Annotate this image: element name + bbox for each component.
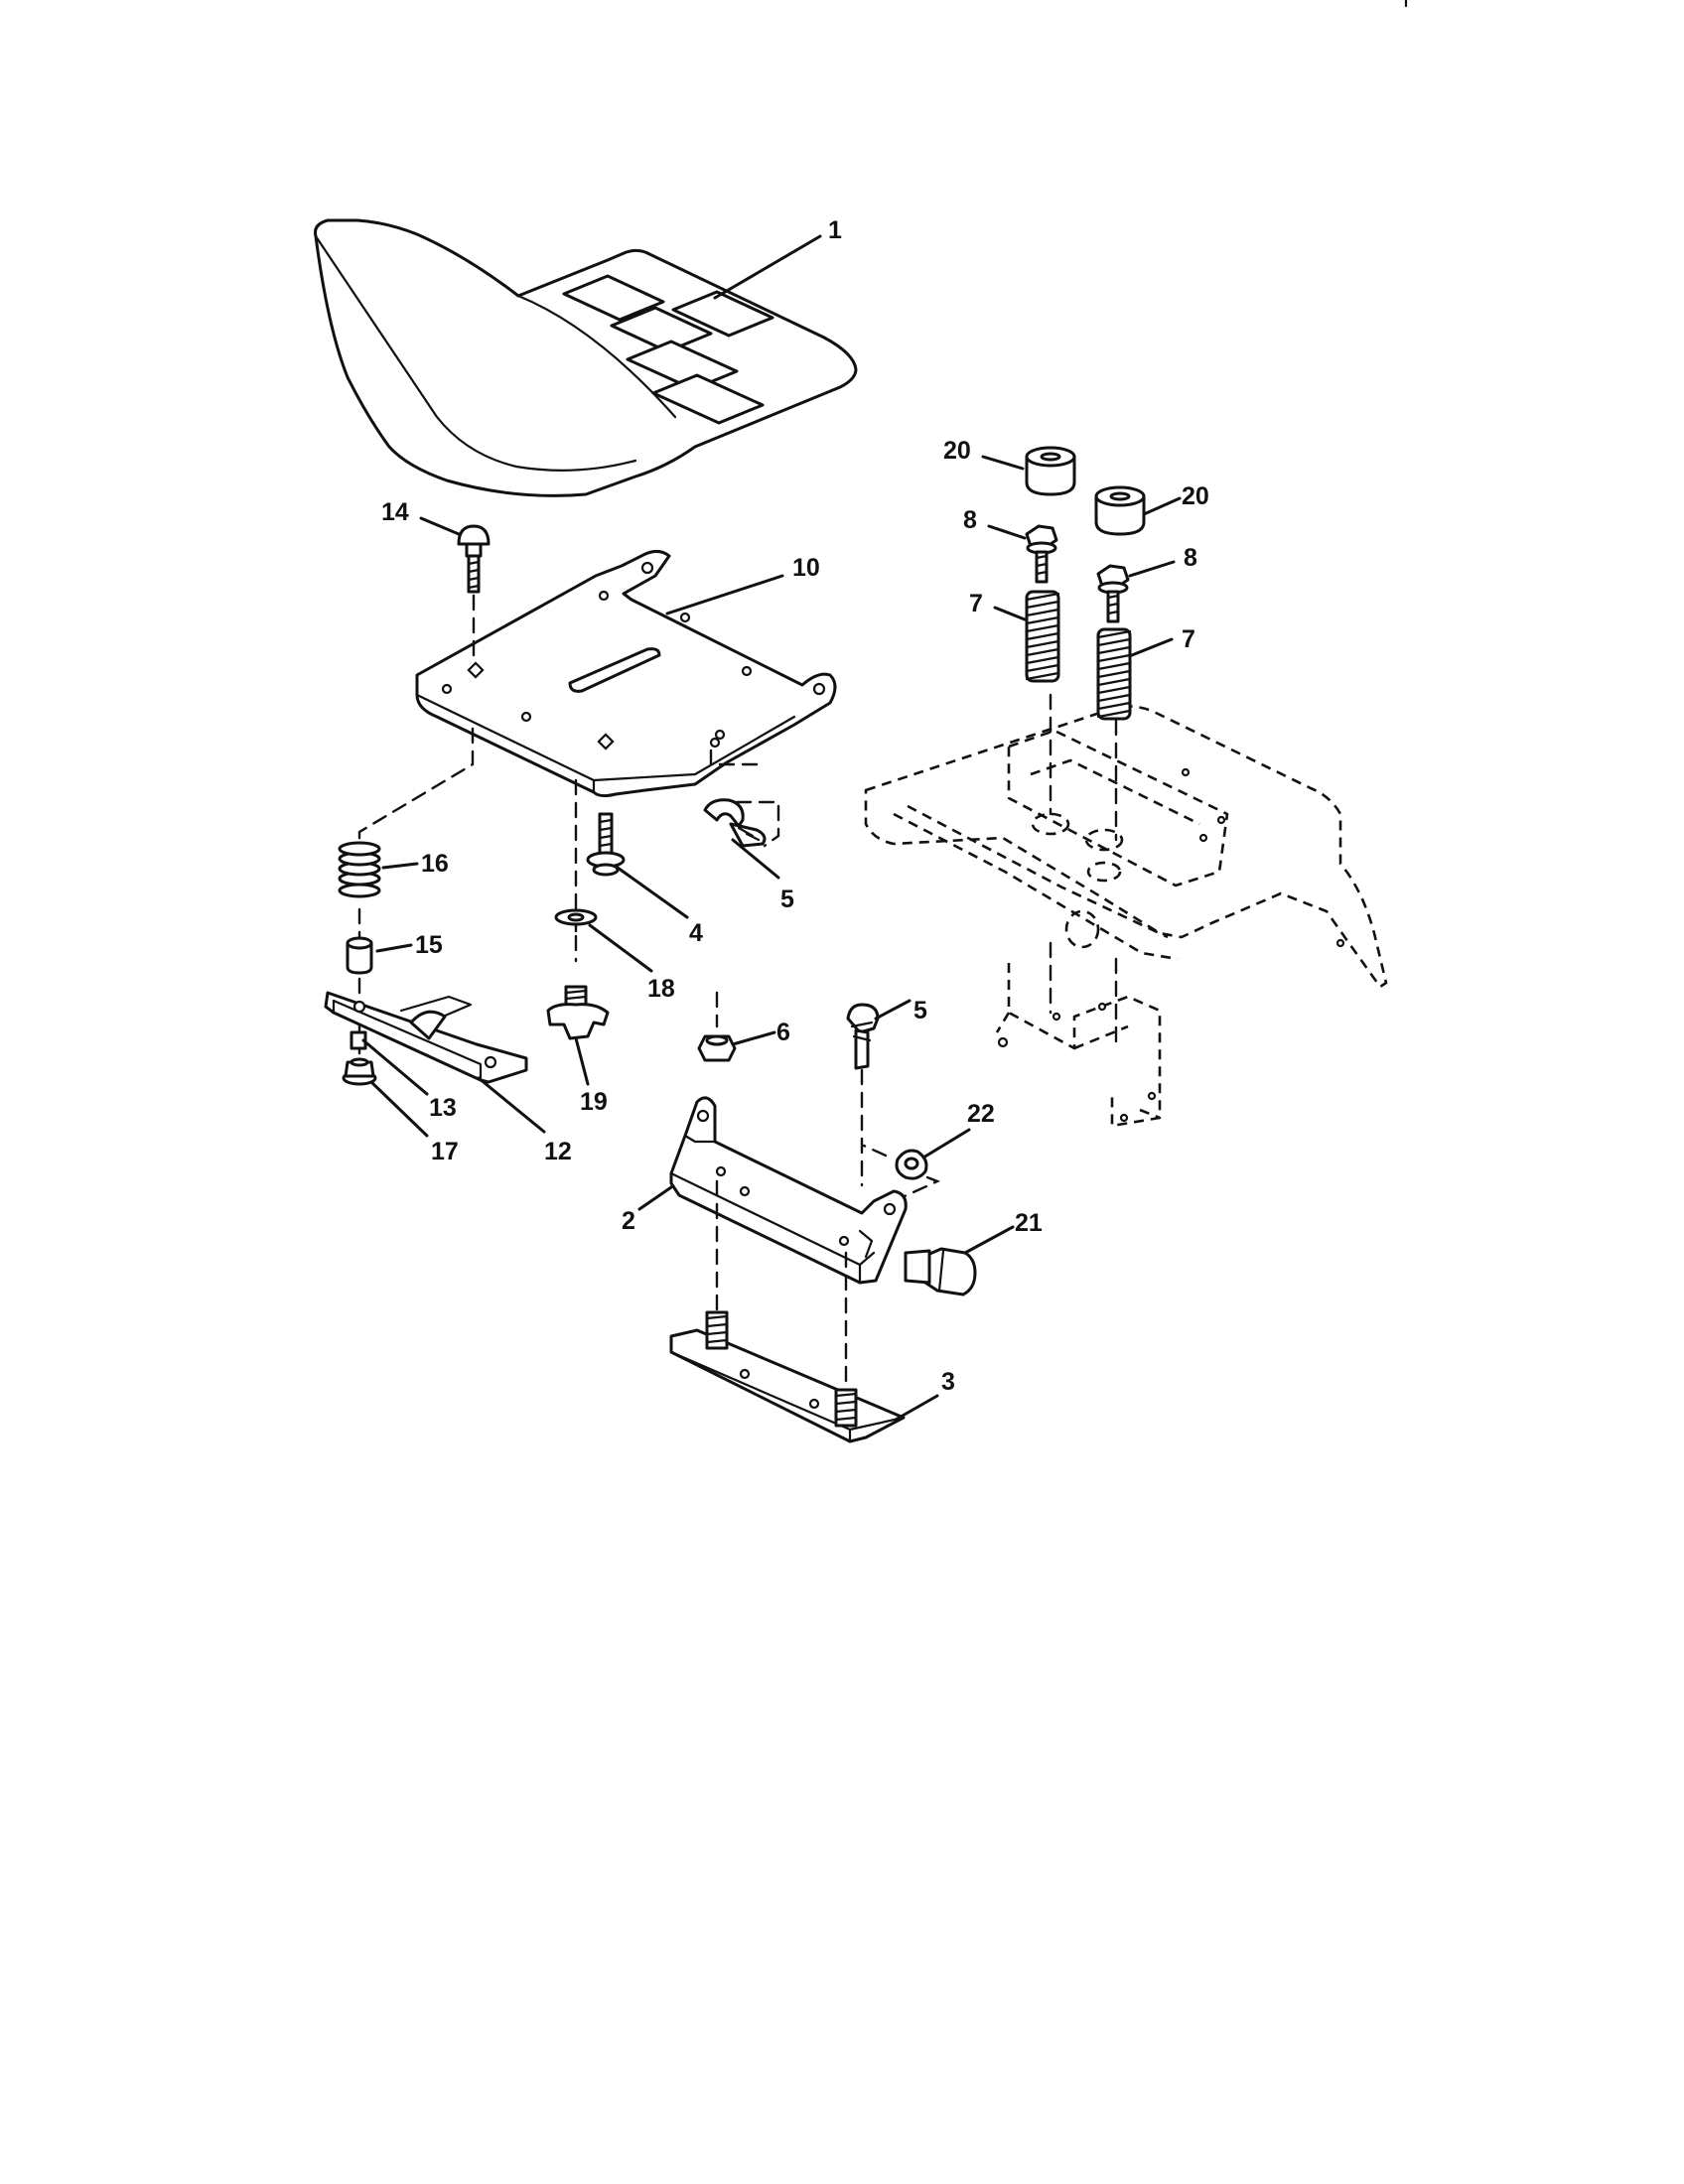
leader-carriage-bolt xyxy=(419,516,461,536)
leader-bumper-left xyxy=(981,455,1025,471)
flange-nut-17 xyxy=(342,1057,377,1086)
callout-bolt-left: 8 xyxy=(963,506,977,534)
axis-nut-22 xyxy=(862,1144,941,1203)
leader-bumper-right xyxy=(1142,496,1182,516)
wing-knob xyxy=(546,985,610,1040)
leader-spring-right xyxy=(1130,637,1174,657)
callout-seat: 1 xyxy=(828,216,842,244)
leader-nut-6 xyxy=(731,1030,776,1046)
callout-bumper-left: 20 xyxy=(943,437,971,465)
leader-wing-knob xyxy=(574,1036,590,1086)
callout-wing-knob: 19 xyxy=(580,1088,608,1116)
callout-shoulder-bolt: 21 xyxy=(1015,1209,1043,1237)
washer-18 xyxy=(554,908,598,926)
hex-nut-6 xyxy=(697,1034,737,1062)
callout-clip-upper: 5 xyxy=(780,886,794,913)
leader-adjust-plate xyxy=(477,1076,546,1134)
callout-bolt-right: 8 xyxy=(1184,544,1197,572)
flange-bolt-left xyxy=(1025,524,1058,584)
pivot-bracket xyxy=(669,1096,908,1285)
callout-nut-17: 17 xyxy=(431,1138,459,1165)
callout-seat-pan: 10 xyxy=(792,554,820,582)
callout-spring-16: 16 xyxy=(421,850,449,878)
flange-bolt-right xyxy=(1096,564,1130,623)
coil-spring-right xyxy=(1096,627,1132,721)
callout-carriage-bolt: 14 xyxy=(381,498,409,526)
leader-washer-13 xyxy=(361,1038,429,1096)
leader-spacer-15 xyxy=(375,943,413,953)
callout-pivot-bracket: 2 xyxy=(622,1207,635,1235)
callout-nut-22: 22 xyxy=(967,1100,995,1128)
hitch-clip-upper xyxy=(703,798,767,848)
callout-washer-18: 18 xyxy=(647,975,675,1003)
leader-seat-pan xyxy=(665,574,784,615)
mount-stud-right xyxy=(834,1388,858,1428)
callout-adjust-plate: 12 xyxy=(544,1138,572,1165)
compression-spring-16 xyxy=(338,841,381,898)
seat-cushion xyxy=(314,218,858,497)
leader-spring-16 xyxy=(381,862,419,870)
callout-bumper-right: 20 xyxy=(1182,482,1209,510)
leader-clip-upper xyxy=(731,838,780,880)
leader-bolt-4 xyxy=(616,866,689,919)
shoulder-bolt xyxy=(904,1247,977,1297)
callout-spring-left: 7 xyxy=(969,590,983,617)
mount-stud-left xyxy=(705,1310,729,1350)
leader-washer-18 xyxy=(588,923,653,973)
callout-spacer-15: 15 xyxy=(415,931,443,959)
adjust-plate xyxy=(324,991,528,1084)
leader-clip-lower xyxy=(874,999,912,1021)
carriage-bolt xyxy=(457,524,491,594)
leader-seat xyxy=(713,234,822,300)
coil-spring-left xyxy=(1025,590,1060,683)
mount-plate xyxy=(669,1310,906,1443)
callout-spring-right: 7 xyxy=(1182,625,1195,653)
callout-mount-plate: 3 xyxy=(941,1368,955,1396)
rubber-bumper-right xyxy=(1094,485,1146,536)
leader-spring-left xyxy=(993,606,1027,621)
leader-pivot-bracket xyxy=(637,1185,673,1211)
callout-clip-lower: 5 xyxy=(913,997,927,1024)
flange-bolt-4 xyxy=(586,812,626,877)
fender-outline xyxy=(864,705,1388,1128)
rubber-bumper-left xyxy=(1025,446,1076,496)
seat-pan-slot xyxy=(568,647,661,693)
callout-washer-13: 13 xyxy=(429,1094,457,1122)
leader-bolt-right xyxy=(1128,560,1176,578)
hex-nut-22 xyxy=(895,1149,928,1180)
leader-mount-plate xyxy=(894,1394,939,1422)
hitch-clip-lower xyxy=(846,1003,880,1070)
callout-nut-6: 6 xyxy=(776,1019,790,1046)
callout-bolt-4: 4 xyxy=(689,919,703,947)
leader-bolt-left xyxy=(987,524,1027,540)
spacer-15 xyxy=(346,936,373,975)
leader-nut-17 xyxy=(369,1080,429,1138)
adjust-plate-cam xyxy=(409,1010,447,1040)
seat-panel-grid xyxy=(562,274,774,425)
leader-nut-22 xyxy=(921,1128,971,1160)
seat-pan xyxy=(415,549,837,798)
leader-shoulder-bolt xyxy=(963,1225,1015,1255)
